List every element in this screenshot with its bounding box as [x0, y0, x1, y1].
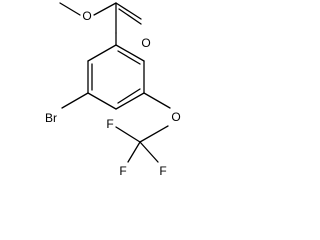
bond-ether-oxygen-cf3: [139, 125, 169, 143]
bond-ester-oxygen-carbonyl-carbon: [93, 2, 117, 16]
ring-double-inner-2: [117, 88, 141, 104]
bond-cf3-f-lower: [139, 141, 159, 163]
bond-methyl-ester-oxygen: [59, 2, 81, 16]
ring-bond-ul-top: [87, 44, 117, 62]
bromine-label: Br: [45, 111, 57, 125]
molecule-structure: O O Br O F F F: [45, 2, 181, 178]
ring-bond-bot-ll: [87, 92, 117, 110]
bond-ring-bromine: [61, 92, 89, 109]
ring-bond-top-ur: [115, 44, 145, 62]
ether-oxygen-label: O: [171, 110, 180, 124]
fluorine-left-label: F: [119, 164, 126, 178]
fluorine-lower-label: F: [159, 164, 166, 178]
bond-ring-ether-oxygen: [143, 92, 171, 109]
bond-carbonyl-double-b: [118, 8, 142, 25]
ester-oxygen-label: O: [82, 9, 91, 23]
ring-bond-lr-bot: [115, 92, 145, 110]
carbonyl-oxygen-label: O: [141, 36, 150, 50]
bond-cf3-f-upper: [115, 126, 141, 143]
fluorine-upper-label: F: [106, 117, 113, 131]
bond-carbonyl-double-a: [115, 2, 142, 20]
ring-double-inner-1: [117, 50, 141, 65]
bond-cf3-f-left: [127, 141, 141, 163]
